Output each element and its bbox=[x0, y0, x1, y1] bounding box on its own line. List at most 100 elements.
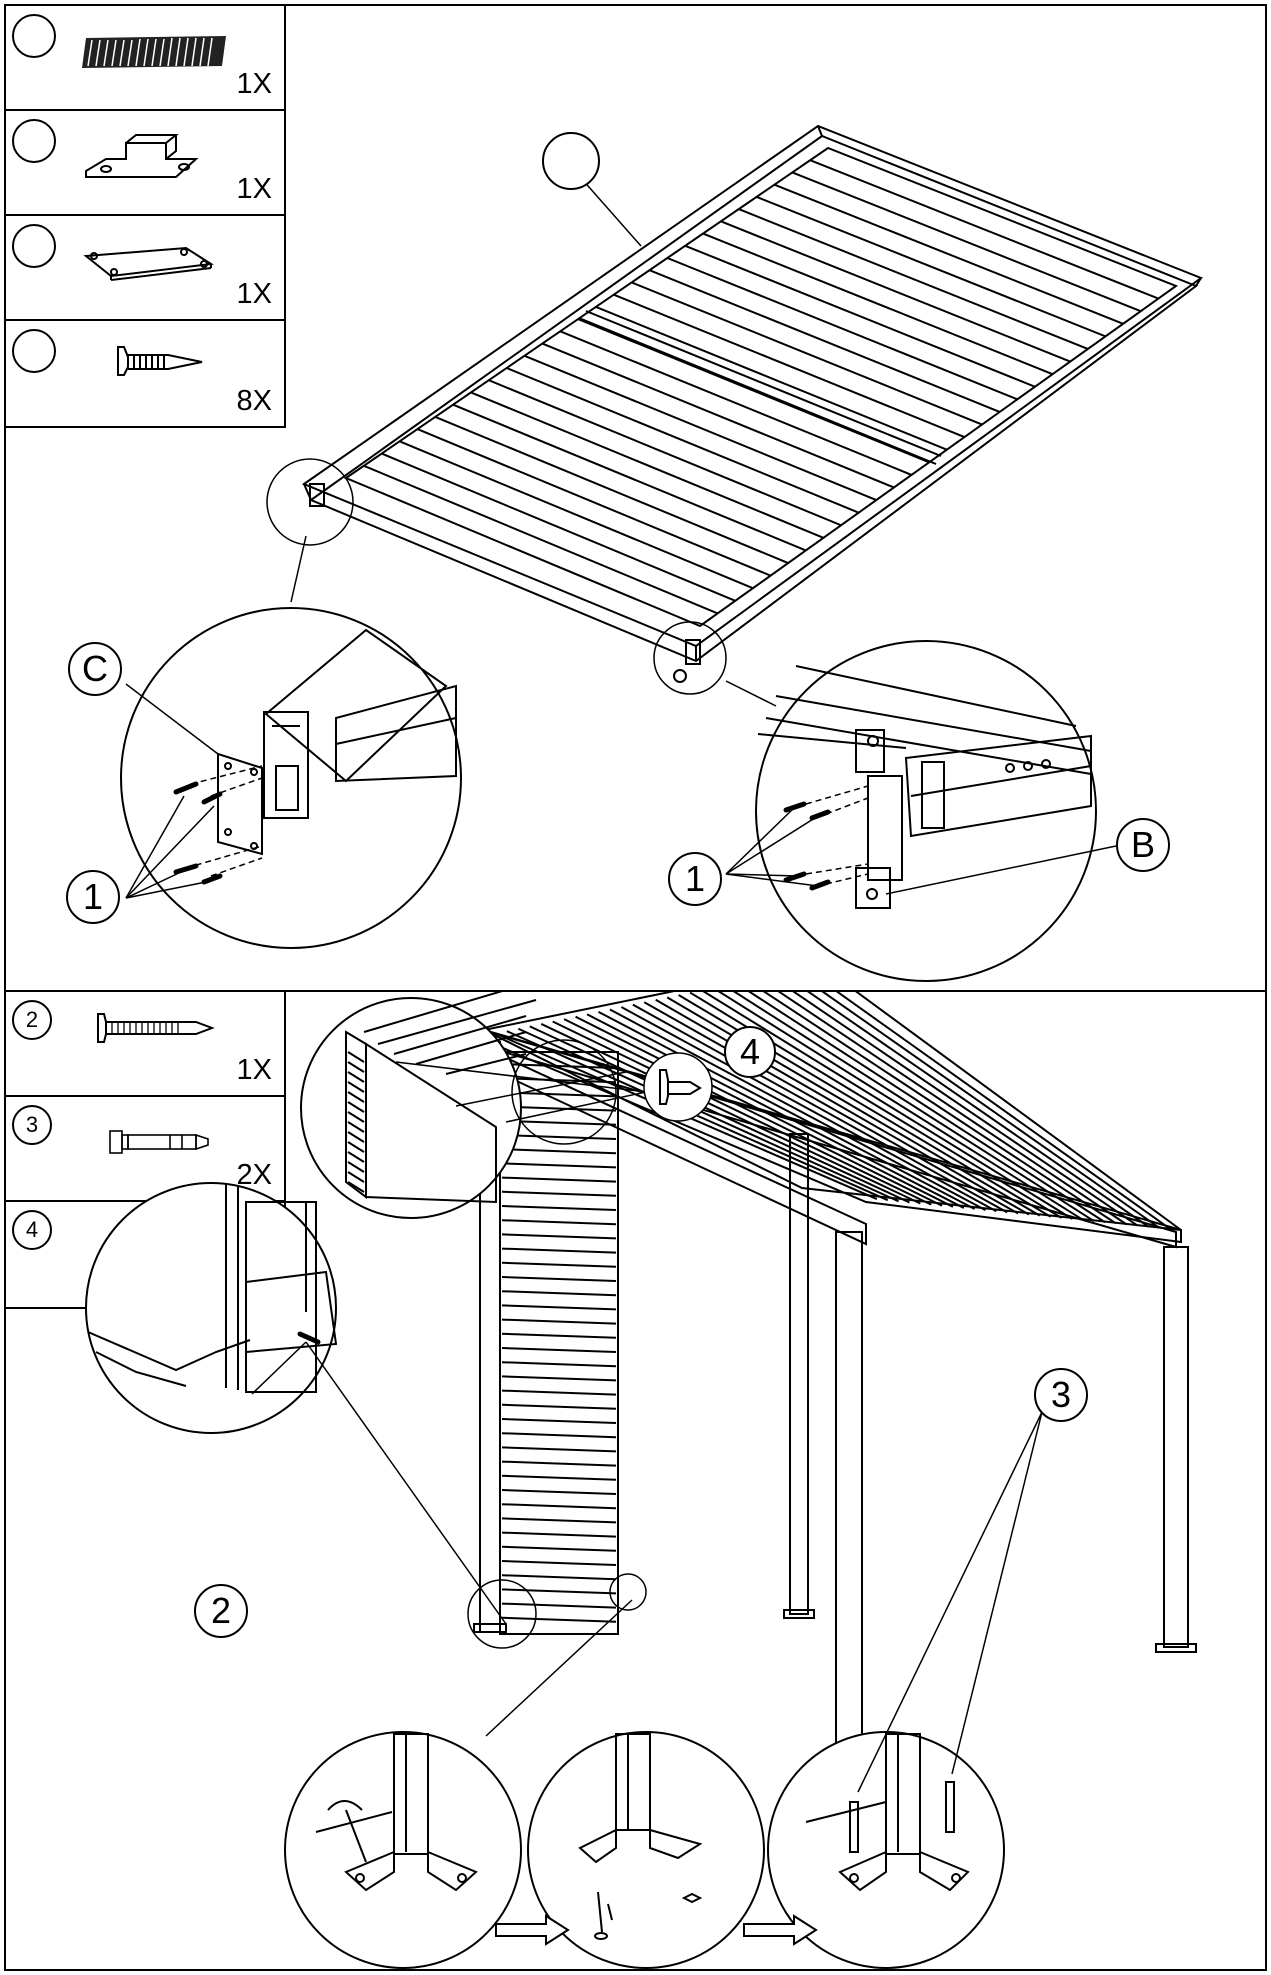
side-slat bbox=[501, 1460, 617, 1467]
side-slat bbox=[501, 1503, 617, 1510]
side-slat bbox=[501, 1304, 617, 1311]
side-slat bbox=[501, 1531, 617, 1538]
pergola-louver bbox=[643, 1001, 1019, 1215]
detail-top bbox=[300, 992, 713, 1219]
pergola-louver bbox=[762, 992, 1117, 1225]
roof-slat bbox=[524, 354, 877, 501]
pergola-louver bbox=[748, 992, 1106, 1224]
side-slat bbox=[501, 1446, 617, 1453]
roof-slat bbox=[488, 379, 842, 527]
part-row: 1X bbox=[6, 6, 284, 111]
roof-slat bbox=[774, 183, 1124, 325]
pergola-louver bbox=[777, 992, 1128, 1226]
pergola-louver bbox=[598, 1010, 976, 1210]
roof-slat bbox=[363, 464, 719, 615]
pergola-louver bbox=[517, 1027, 899, 1203]
roof-slat bbox=[756, 195, 1106, 338]
side-slat bbox=[501, 1176, 617, 1183]
detail-slat bbox=[347, 1141, 365, 1153]
side-slat bbox=[501, 1574, 617, 1581]
pergola-assembly-drawing bbox=[85, 992, 1197, 1969]
detail-slat bbox=[347, 1181, 365, 1193]
side-slat bbox=[501, 1233, 617, 1240]
part-number bbox=[12, 329, 56, 373]
side-slat bbox=[501, 1403, 617, 1410]
part-quantity: 8X bbox=[236, 385, 272, 417]
louver-panel-icon bbox=[82, 36, 226, 68]
pergola-louver bbox=[835, 992, 1171, 1230]
roof-slat bbox=[613, 293, 965, 439]
detail-left-foot bbox=[85, 1182, 537, 1649]
side-slat bbox=[501, 1560, 617, 1566]
side-slat bbox=[501, 1134, 617, 1140]
anchor-bolt-icon bbox=[109, 1130, 209, 1154]
part-quantity: 2X bbox=[236, 1159, 272, 1191]
side-slat bbox=[501, 1432, 617, 1439]
side-slat bbox=[501, 1190, 617, 1197]
pergola-louver bbox=[609, 1008, 986, 1212]
detail-slat bbox=[347, 1101, 365, 1113]
side-slat bbox=[501, 1474, 617, 1481]
side-slat bbox=[501, 1602, 617, 1609]
pergola-louver bbox=[620, 1006, 997, 1213]
roof-slat bbox=[541, 342, 895, 489]
roof-slat bbox=[738, 208, 1089, 350]
pergola-louver bbox=[807, 992, 1149, 1228]
side-slat bbox=[501, 1418, 617, 1424]
side-slat bbox=[501, 1545, 617, 1552]
roof-slat bbox=[417, 428, 771, 577]
side-slat bbox=[501, 1063, 617, 1069]
part-row: 8X bbox=[6, 321, 284, 426]
detail-slat bbox=[347, 1061, 365, 1073]
detail-slat bbox=[347, 1091, 365, 1103]
pergola-louver bbox=[575, 1015, 954, 1208]
detail-right bbox=[725, 640, 1117, 982]
pergola-louver bbox=[540, 1023, 921, 1205]
screw-icon bbox=[117, 346, 203, 376]
roof-assembly-drawing bbox=[120, 124, 1204, 982]
pergola-louver bbox=[733, 992, 1095, 1223]
side-screen-slats bbox=[501, 1063, 617, 1623]
side-slat bbox=[501, 1219, 617, 1226]
roof-slat bbox=[791, 171, 1142, 313]
roof-slat bbox=[452, 403, 807, 552]
callout-b: B bbox=[1116, 818, 1170, 872]
end-cap-plate-icon bbox=[83, 246, 214, 281]
step1-parts-list: 1X 1X bbox=[6, 6, 286, 428]
side-slat bbox=[501, 1148, 617, 1155]
detail-slat bbox=[347, 1131, 365, 1143]
callout-2: 2 bbox=[194, 1584, 248, 1638]
pergola-louver bbox=[563, 1018, 943, 1207]
roof-slat bbox=[381, 452, 736, 602]
detail-slat bbox=[347, 1051, 365, 1063]
roof-slat bbox=[649, 269, 1001, 413]
roof-slat bbox=[631, 281, 983, 426]
pergola-louver bbox=[655, 998, 1030, 1216]
part-number bbox=[12, 14, 56, 58]
bracket-icon bbox=[85, 134, 199, 178]
pergola-louver bbox=[586, 1013, 965, 1209]
detail-slat bbox=[347, 1111, 365, 1123]
side-slat bbox=[501, 1616, 617, 1623]
detail-slat bbox=[347, 1171, 365, 1183]
callout-4: 4 bbox=[724, 1026, 776, 1078]
part-number bbox=[12, 119, 56, 163]
roof-slat bbox=[577, 318, 930, 464]
roof-slat bbox=[506, 367, 860, 514]
side-slat bbox=[501, 1247, 617, 1254]
side-slat bbox=[501, 1389, 617, 1396]
side-slat bbox=[501, 1332, 617, 1339]
step2-panel: 2 1X 3 bbox=[4, 990, 1267, 1971]
part-quantity: 1X bbox=[236, 278, 272, 310]
detail-slat bbox=[347, 1071, 365, 1083]
detail-left bbox=[120, 607, 462, 949]
side-slat bbox=[501, 1077, 617, 1084]
detail-slat bbox=[347, 1121, 365, 1133]
roof-slat bbox=[559, 330, 912, 476]
callout-louver bbox=[542, 132, 600, 190]
roof-slat bbox=[434, 415, 789, 564]
part-row: 1X bbox=[6, 216, 284, 321]
pergola-louver bbox=[792, 992, 1139, 1227]
side-slat bbox=[501, 1276, 617, 1282]
part-row: 2 1X bbox=[6, 992, 284, 1097]
